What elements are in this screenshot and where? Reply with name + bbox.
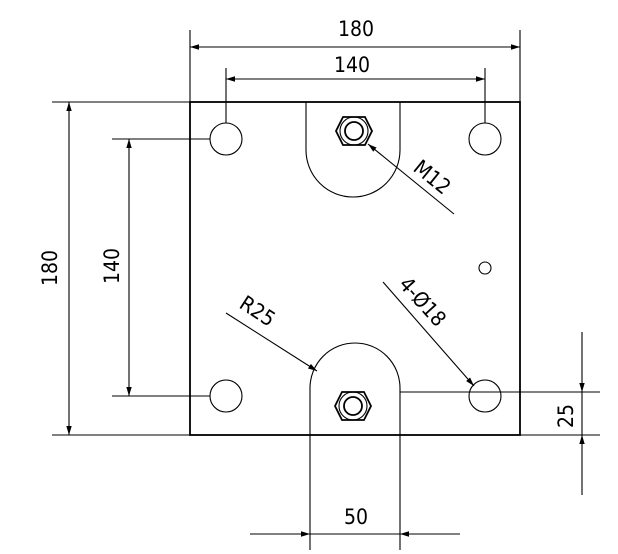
dim-width-180-label: 180: [338, 17, 374, 41]
small-hole: [478, 261, 492, 275]
hole-bottom-right: [468, 379, 502, 413]
dim-slot-50-label: 50: [344, 505, 368, 529]
hole-bottom-left: [209, 379, 243, 413]
hole-top-right: [468, 122, 502, 156]
bottom-nut-icon: [333, 391, 373, 421]
plate-outline: [189, 101, 521, 436]
dim-spacing-140-h-label: 140: [334, 53, 370, 77]
leader-m12: [367, 143, 455, 215]
top-slot: [305, 102, 401, 198]
dim-offset-25-label: 25: [554, 404, 578, 428]
leader-4-holes: [382, 281, 475, 387]
bottom-slot: [309, 342, 401, 435]
dim-spacing-140-v-label: 140: [100, 248, 124, 284]
callout-holes-label: 4-Ø18: [394, 272, 450, 331]
leader-r25: [225, 312, 318, 372]
dim-height-180-label: 180: [38, 250, 62, 286]
callout-r25-label: R25: [235, 291, 279, 331]
hole-top-left: [209, 122, 243, 156]
top-nut-icon: [334, 116, 374, 146]
callout-m12-label: M12: [409, 155, 455, 199]
